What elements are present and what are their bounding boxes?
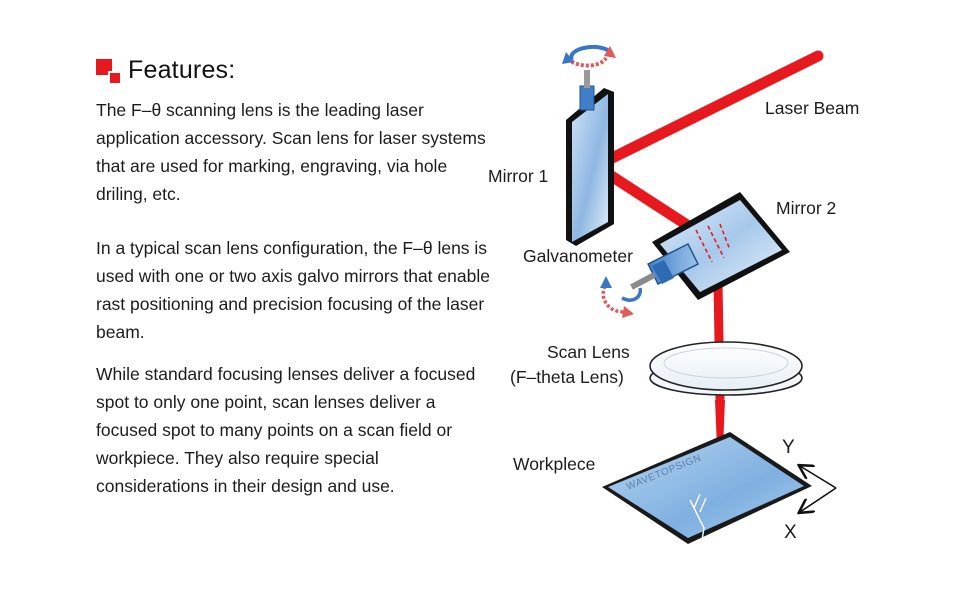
features-title: Features: — [128, 55, 236, 84]
axis-indicator — [800, 466, 837, 512]
label-mirror-2: Mirror 2 — [776, 198, 836, 218]
label-axis-x: X — [784, 522, 797, 543]
features-paragraph-1: The F–θ scanning lens is the leading las… — [96, 100, 486, 204]
features-paragraph-3: While standard focusing lenses deliver a… — [96, 364, 476, 496]
label-galvanometer: Galvanometer — [523, 246, 633, 266]
label-f-theta-lens: (F–theta Lens) — [510, 367, 624, 387]
galvo-rotation-arrow-icon — [600, 276, 643, 318]
features-paragraph-2: In a typical scan lens configuration, th… — [96, 238, 490, 342]
workpiece: WAVETOPSIGN — [602, 432, 812, 544]
mirror-2 — [652, 192, 790, 300]
features-section: Features: The F–θ scanning lens is the l… — [96, 52, 496, 500]
mirror-1 — [566, 70, 614, 246]
label-laser-beam: Laser Beam — [765, 98, 859, 118]
features-heading: Features: — [96, 52, 496, 88]
galvanometer — [630, 243, 699, 290]
square-bullet-icon — [96, 59, 120, 83]
label-axis-y: Y — [782, 437, 795, 458]
rotation-arrow-icon — [562, 44, 616, 68]
label-scan-lens: Scan Lens — [547, 342, 630, 362]
scan-lens — [649, 341, 803, 396]
label-mirror-1: Mirror 1 — [488, 166, 548, 186]
label-workpiece: Workplece — [513, 454, 595, 474]
